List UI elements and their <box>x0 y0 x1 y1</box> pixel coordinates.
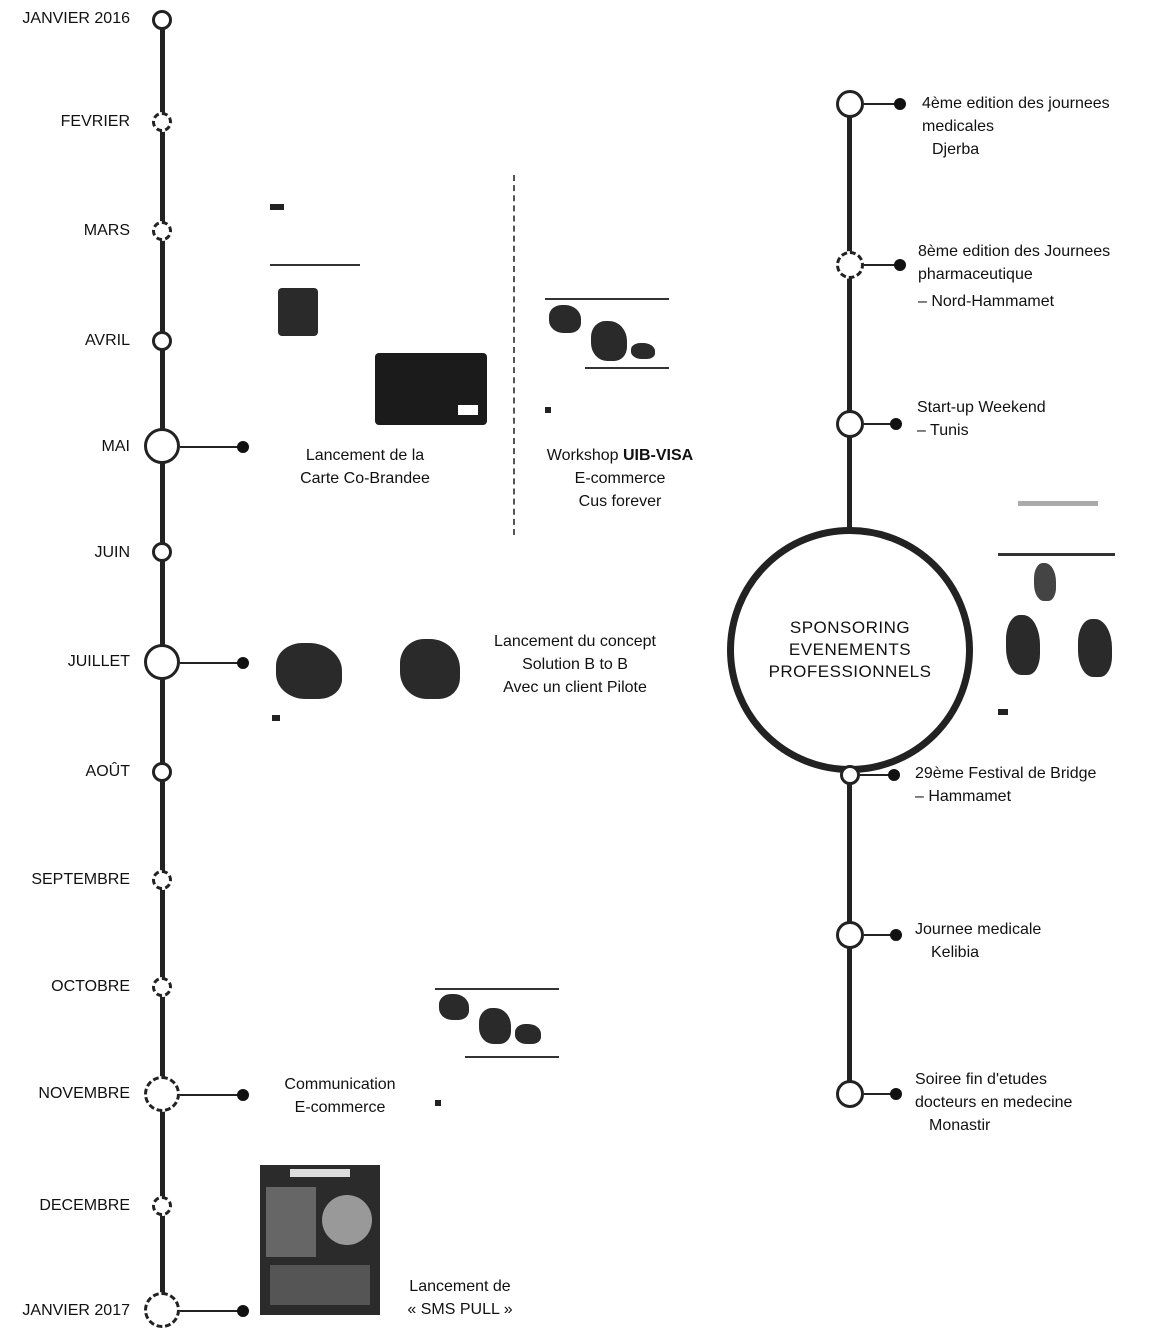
month-node-event <box>144 1292 180 1328</box>
month-label: MARS <box>83 222 130 239</box>
sponsoring-event-monastir: Soiree fin d'etudes docteurs en medecine… <box>915 1071 1073 1134</box>
month-node-event <box>144 1076 180 1112</box>
connector-juillet <box>180 662 242 664</box>
sponsoring-node <box>836 1080 864 1108</box>
month-node <box>152 112 172 132</box>
sponsoring-event-tunis: Start-up Weekend – Tunis <box>917 399 1046 439</box>
sponsoring-node <box>840 765 860 785</box>
card-thumbnail <box>268 200 488 425</box>
month-label: AOÛT <box>85 763 130 780</box>
month-node <box>152 762 172 782</box>
month-label: MAI <box>101 438 130 455</box>
connector-dot <box>888 769 900 781</box>
event-workshop-uib-visa: Workshop UIB-VISA E-commerce Cus forever <box>546 447 694 510</box>
event-communication-ecommerce: Communication E-commerce <box>284 1076 396 1116</box>
divider-dashed <box>513 175 515 535</box>
event-solution-b-to-b: Lancement du concept Solution B to B Ave… <box>494 633 656 696</box>
connector-dot <box>894 98 906 110</box>
connector-dot <box>890 418 902 430</box>
connector-dot <box>237 657 249 669</box>
event-sms-pull: Lancement de « SMS PULL » <box>407 1278 513 1318</box>
connector-dot <box>237 1305 249 1317</box>
connector-dot <box>890 1088 902 1100</box>
sponsoring-event-nord-hammamet: 8ème edition des Journees pharmaceutique… <box>918 243 1111 310</box>
sponsoring-connector <box>864 264 898 266</box>
sponsoring-hub: SPONSORING EVENEMENTS PROFESSIONNELS <box>727 527 973 773</box>
month-label: OCTOBRE <box>51 978 130 995</box>
connector-novembre <box>180 1094 242 1096</box>
connector-dot <box>890 929 902 941</box>
month-label: AVRIL <box>84 332 130 349</box>
month-label: JANVIER 2017 <box>22 1302 130 1319</box>
connector-mai <box>180 446 242 448</box>
month-label: DECEMBRE <box>39 1197 130 1214</box>
month-node <box>152 10 172 30</box>
sponsoring-event-hammamet: 29ème Festival de Bridge – Hammamet <box>915 765 1097 805</box>
sponsoring-event-djerba: 4ème edition des journees medicales Djer… <box>922 95 1110 158</box>
sponsoring-photo <box>998 495 1116 720</box>
connector-dot <box>237 441 249 453</box>
month-node <box>152 1196 172 1216</box>
concept-thumbnail <box>272 635 462 725</box>
sponsoring-connector <box>864 934 894 936</box>
sponsoring-node <box>836 921 864 949</box>
sponsoring-node <box>836 251 864 279</box>
connector-dot <box>237 1089 249 1101</box>
month-label: JUILLET <box>67 653 130 670</box>
connector-dot <box>894 259 906 271</box>
month-node <box>152 331 172 351</box>
sponsoring-node <box>836 410 864 438</box>
month-node <box>152 221 172 241</box>
month-label: FEVRIER <box>60 113 130 130</box>
sponsoring-connector <box>864 423 894 425</box>
sponsoring-connector <box>864 1093 894 1095</box>
sponsoring-node <box>836 90 864 118</box>
month-node-event <box>144 644 180 680</box>
month-node-event <box>144 428 180 464</box>
sponsoring-connector <box>860 774 892 776</box>
workshop-thumbnail <box>545 283 670 418</box>
ecommerce-thumbnail <box>435 968 560 1108</box>
month-label: JANVIER 2016 <box>22 10 130 27</box>
month-node <box>152 977 172 997</box>
month-node <box>152 542 172 562</box>
month-label: NOVEMBRE <box>38 1085 130 1102</box>
sponsoring-connector <box>864 103 898 105</box>
event-carte-co-brandee: Lancement de la Carte Co-Brandee <box>300 447 430 487</box>
connector-janvier-2017 <box>180 1310 242 1312</box>
sms-pull-thumbnail <box>260 1165 380 1315</box>
month-label: JUIN <box>94 544 130 561</box>
month-label: SEPTEMBRE <box>31 871 130 888</box>
sponsoring-event-kelibia: Journee medicale Kelibia <box>915 921 1042 961</box>
month-node <box>152 870 172 890</box>
